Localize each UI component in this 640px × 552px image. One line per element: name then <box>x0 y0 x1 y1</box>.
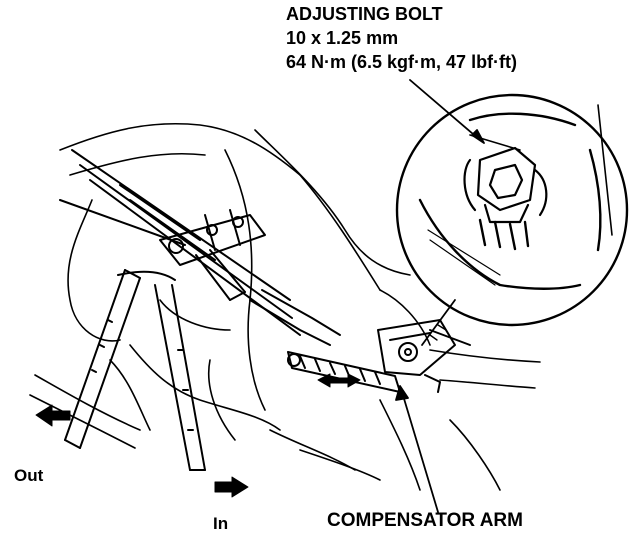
adjusting-bolt <box>463 146 548 224</box>
in-label: In <box>213 514 229 533</box>
compensator-arm-label: COMPENSATOR ARM <box>327 510 523 531</box>
bolt-torque: 64 N·m (6.5 kgf·m, 47 lbf·ft) <box>286 52 518 72</box>
in-arrow-icon <box>214 476 249 498</box>
pivot-bracket <box>159 209 266 301</box>
bolt-title: ADJUSTING BOLT <box>286 4 443 24</box>
tie-rods <box>64 269 206 471</box>
out-label: Out <box>14 466 44 485</box>
direction-arrows <box>35 373 361 498</box>
move-arrow-icon <box>317 373 361 388</box>
out-arrow-icon <box>35 404 71 427</box>
adjusting-bolt-callout: ADJUSTING BOLT 10 x 1.25 mm 64 N·m (6.5 … <box>286 2 517 74</box>
bolt-size: 10 x 1.25 mm <box>286 28 399 48</box>
leader-lines <box>395 79 485 513</box>
compensator-arm-assembly <box>249 289 471 393</box>
detail-inset <box>395 93 629 327</box>
